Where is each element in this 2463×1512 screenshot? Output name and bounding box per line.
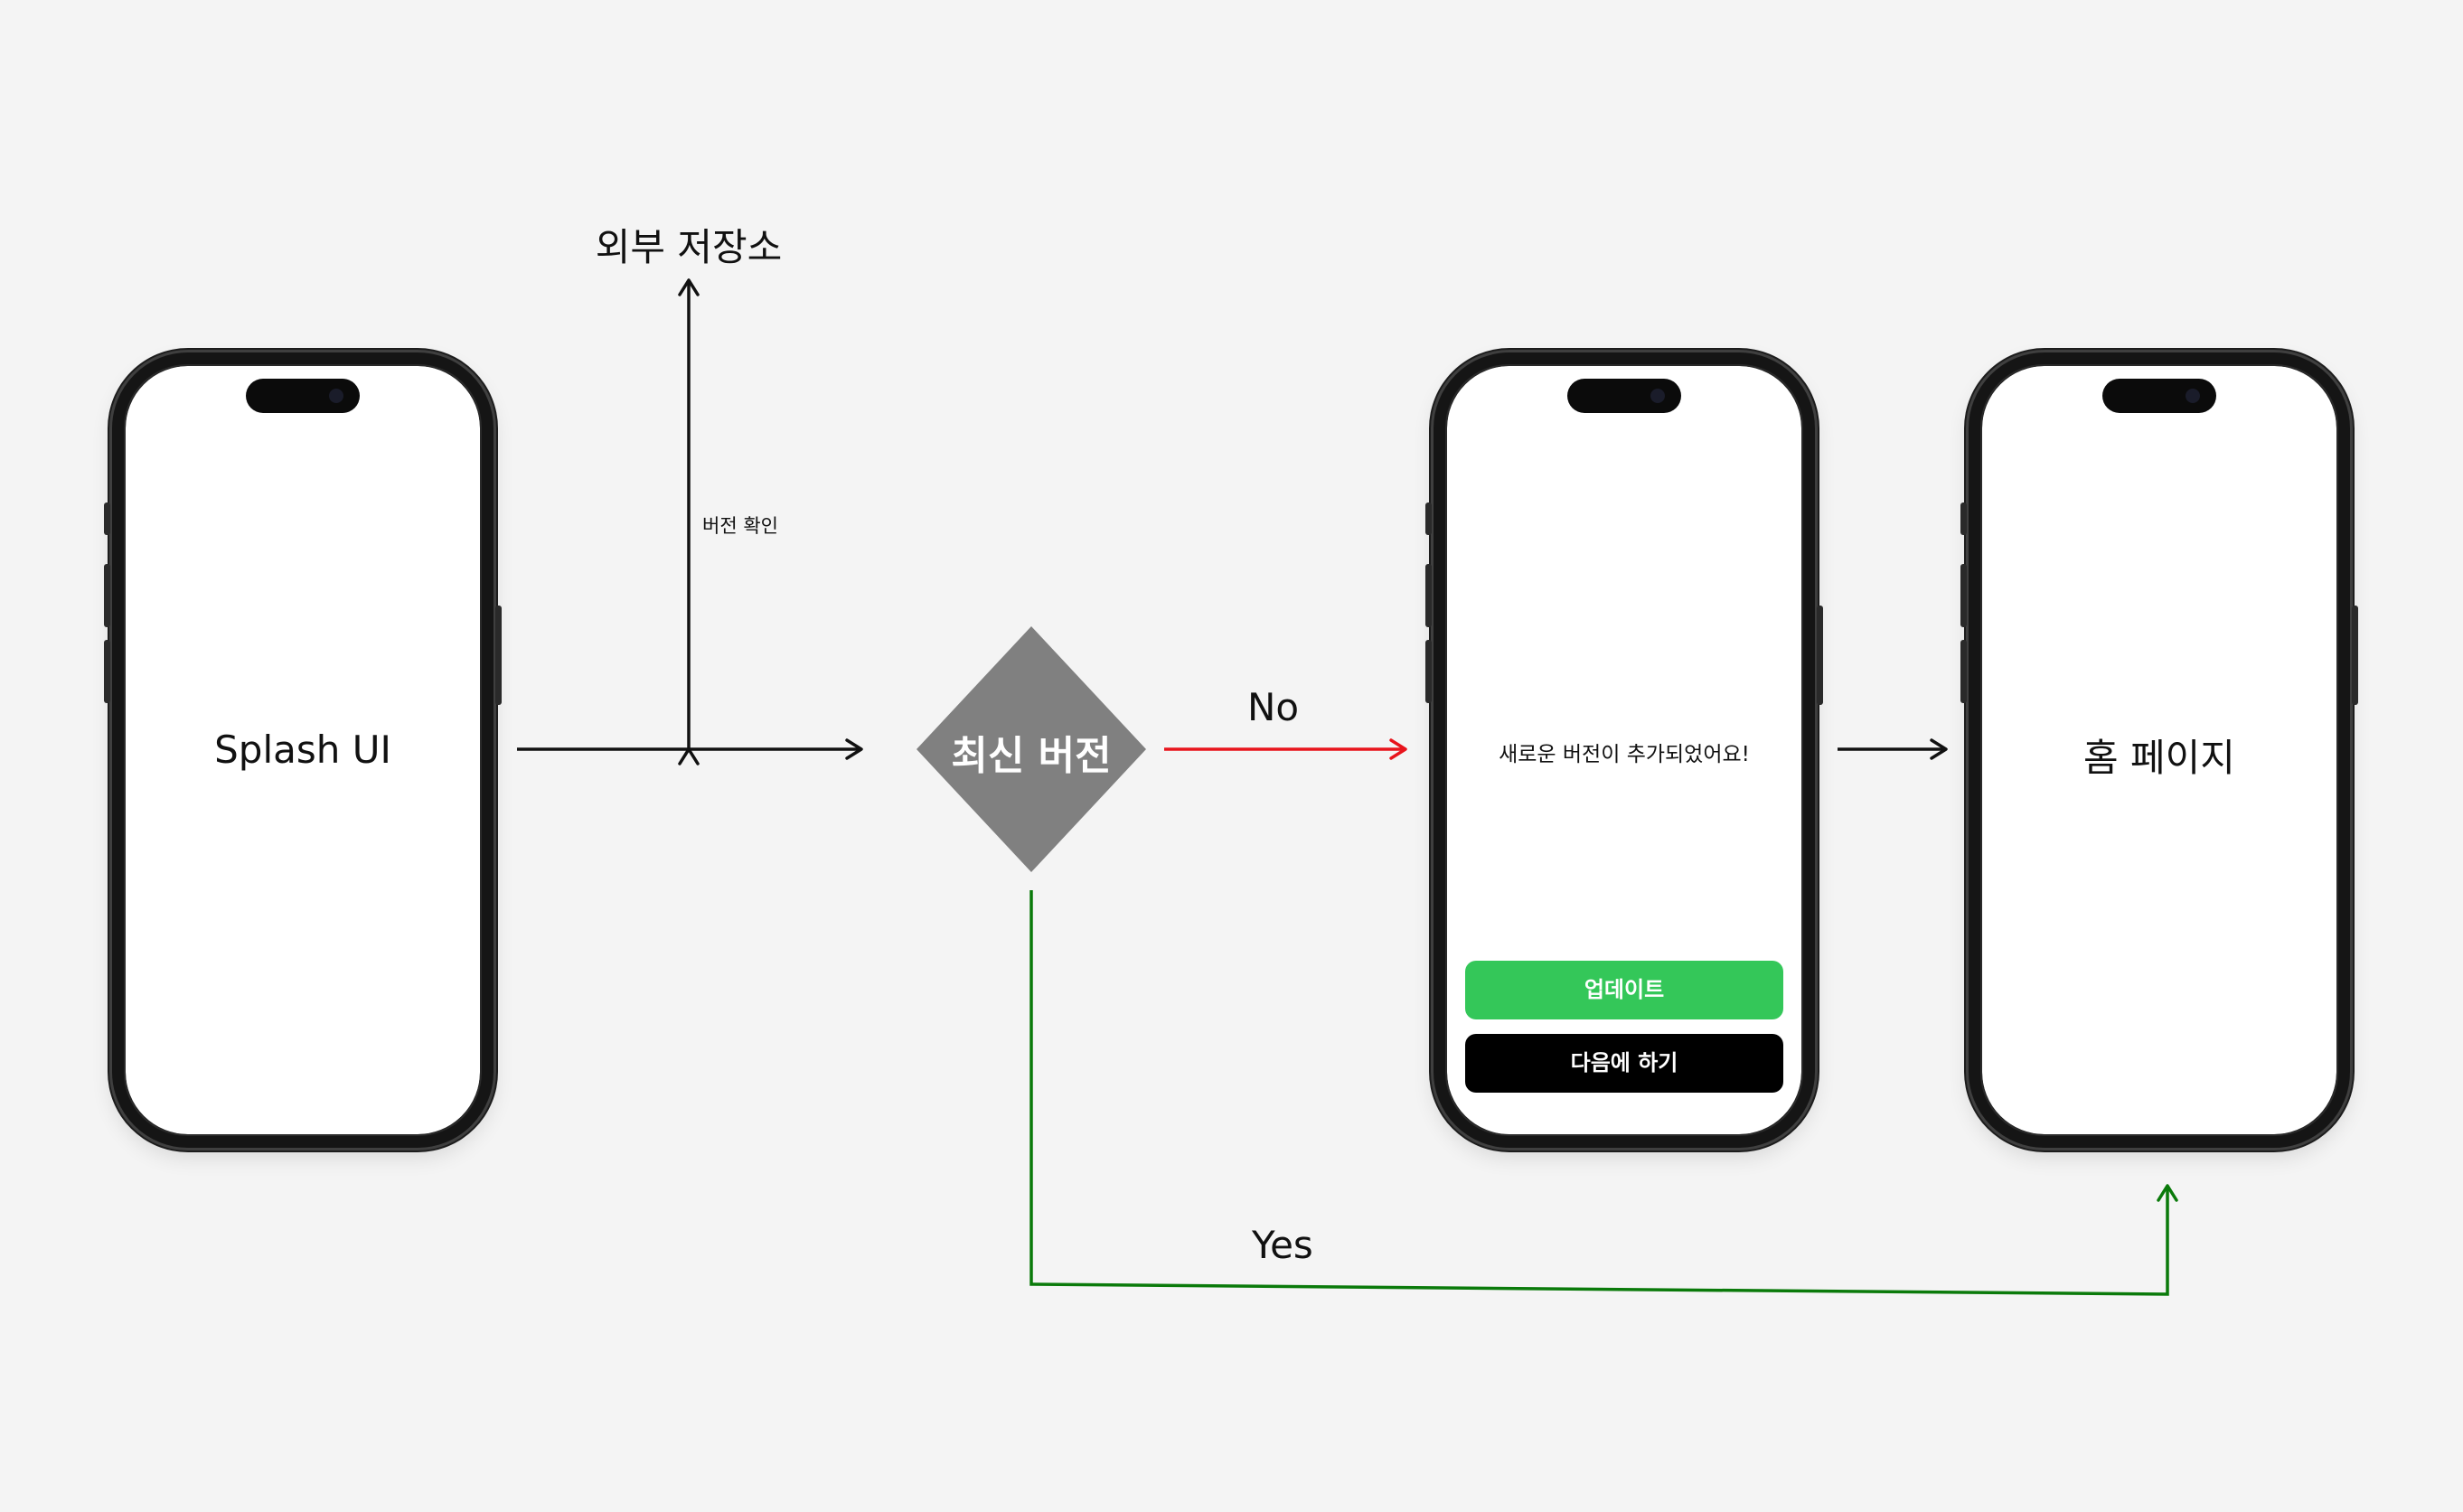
update-message: 새로운 버전이 추가되었어요! xyxy=(1499,743,1750,766)
yes-edge-arrow xyxy=(1029,890,2178,1296)
update-volume-down xyxy=(1425,640,1432,703)
home-silent-switch xyxy=(1960,502,1967,535)
splash-silent-switch xyxy=(104,502,110,535)
home-power-button xyxy=(2352,606,2358,705)
later-button[interactable]: 다음에 하기 xyxy=(1465,1034,1783,1093)
external-storage-label: 외부 저장소 xyxy=(595,225,783,269)
splash-screen-label: Splash UI xyxy=(214,728,391,772)
update-phone: 새로운 버전이 추가되었어요! 업데이트 다음에 하기 xyxy=(1434,352,1815,1148)
splash-power-button xyxy=(495,606,502,705)
update-silent-switch xyxy=(1425,502,1432,535)
dynamic-island xyxy=(246,379,360,413)
yes-edge-label: Yes xyxy=(1252,1223,1313,1267)
dynamic-island xyxy=(1567,379,1681,413)
version-check-label: 버전 확인 xyxy=(702,515,778,537)
home-volume-up xyxy=(1960,564,1967,627)
dynamic-island xyxy=(2102,379,2216,413)
splash-phone: Splash UI xyxy=(112,352,494,1148)
home-screen-label: 홈 페이지 xyxy=(2083,736,2235,780)
splash-volume-down xyxy=(104,640,110,703)
update-volume-up xyxy=(1425,564,1432,627)
decision-label: 최신 버전 xyxy=(951,733,1112,779)
home-phone: 홈 페이지 xyxy=(1969,352,2350,1148)
splash-volume-up xyxy=(104,564,110,627)
update-button[interactable]: 업데이트 xyxy=(1465,961,1783,1019)
home-volume-down xyxy=(1960,640,1967,703)
no-edge-label: No xyxy=(1247,685,1300,729)
decision-diamond xyxy=(917,626,1146,872)
update-power-button xyxy=(1817,606,1823,705)
